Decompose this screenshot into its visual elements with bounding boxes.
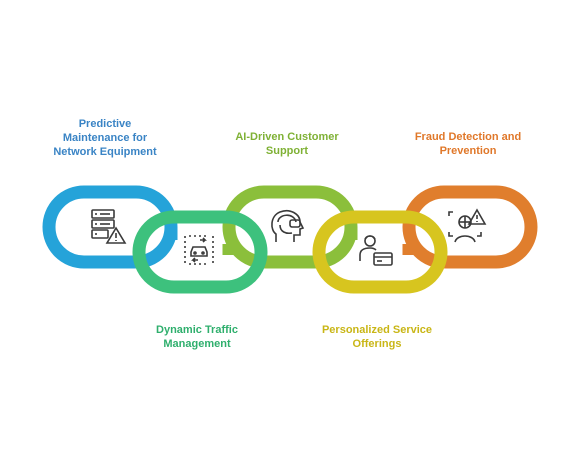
user-card-icon xyxy=(359,235,393,266)
server-warning-icon xyxy=(91,209,127,244)
chain-link-4 xyxy=(312,210,448,294)
label-personalized-offerings: Personalized Service Offerings xyxy=(321,324,433,350)
label-fraud-detection: Fraud Detection and Prevention xyxy=(414,131,522,157)
face-scan-warning-icon xyxy=(448,208,487,243)
label-ai-customer-support: AI-Driven Customer Support xyxy=(235,131,339,157)
label-dynamic-traffic: Dynamic Traffic Management xyxy=(156,324,238,350)
chain-link-5 xyxy=(402,185,538,269)
label-predictive-maintenance: Predictive Maintenance for Network Equip… xyxy=(53,118,157,158)
headset-agent-icon xyxy=(271,209,305,242)
car-scan-icon xyxy=(184,235,214,265)
chain-link-2 xyxy=(132,210,268,294)
